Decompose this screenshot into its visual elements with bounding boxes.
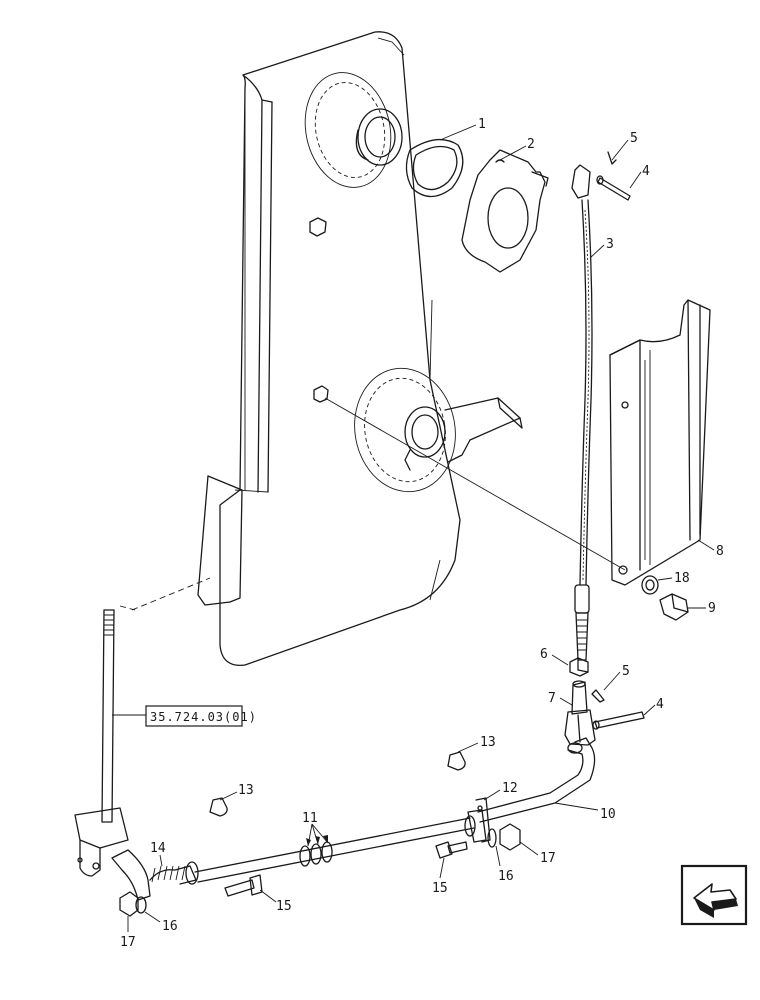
callout-13-right: 13	[480, 735, 496, 750]
callout-16-left: 16	[162, 919, 178, 934]
callout-1: 1	[478, 117, 486, 132]
part-2-bracket	[461, 149, 549, 273]
reference-box[interactable]: 35.724.03(01)	[145, 705, 257, 727]
part-4-pin-upper	[596, 175, 631, 201]
part-16-washer-left	[135, 896, 147, 914]
part-8-guard	[609, 299, 711, 586]
part-3-cable	[571, 164, 593, 661]
callout-11-arrowheads	[306, 835, 328, 846]
part-13-clip-right	[447, 751, 466, 771]
callout-2: 2	[527, 137, 535, 152]
leader-lines	[112, 124, 715, 932]
callout-17-right: 17	[540, 851, 556, 866]
callout-numbers: 1 2 3 4 5 8 18 9 6 5 7 4 13 13 12 10 11 …	[120, 117, 724, 950]
part-10-rod	[477, 737, 596, 823]
arrow-back-icon[interactable]	[680, 864, 748, 926]
upper-pivot-boss	[304, 72, 403, 188]
part-9-bolt	[659, 593, 689, 621]
callout-7: 7	[548, 691, 556, 706]
part-17-nut-left	[119, 891, 139, 917]
part-5-clip-lower	[591, 689, 605, 703]
part-14-spring	[111, 849, 199, 901]
callout-4-lower: 4	[656, 697, 664, 712]
callout-15-right: 15	[432, 881, 448, 896]
part-5-clip-upper	[607, 151, 617, 165]
callout-13-left: 13	[238, 783, 254, 798]
part-1-gasket	[405, 138, 464, 198]
part-17-nut-right	[499, 823, 521, 851]
part-7-clevis	[564, 680, 596, 746]
part-6-nut	[569, 657, 589, 677]
part-13-clip-left	[209, 797, 228, 817]
callout-18: 18	[674, 571, 690, 586]
part-15-bolt-right	[435, 841, 468, 859]
plate-nut-upper	[309, 217, 327, 237]
callout-5-upper: 5	[630, 131, 638, 146]
main-shaft	[194, 817, 475, 883]
callout-15-left: 15	[276, 899, 292, 914]
callout-6: 6	[540, 647, 548, 662]
callout-4-upper: 4	[642, 164, 650, 179]
adjuster-rod	[74, 609, 129, 877]
part-15-bolt-left	[224, 874, 263, 897]
part-12-bracket	[464, 797, 491, 843]
plate-nut-lower	[313, 385, 329, 403]
part-16-washer-right	[487, 828, 497, 848]
callout-16-right: 16	[498, 869, 514, 884]
part-18-washer	[641, 575, 659, 595]
callout-11: 11	[302, 811, 318, 826]
callout-9: 9	[708, 601, 716, 616]
callout-5-lower: 5	[622, 664, 630, 679]
callout-17-left: 17	[120, 935, 136, 950]
callout-14: 14	[150, 841, 166, 856]
callout-10: 10	[600, 807, 616, 822]
reference-box-label: 35.724.03(01)	[150, 710, 257, 724]
lower-pivot-boss	[354, 367, 523, 493]
part-4-pin-lower	[592, 711, 645, 730]
arm-outline-dashed	[119, 577, 211, 611]
callout-8: 8	[716, 544, 724, 559]
callout-3: 3	[606, 237, 614, 252]
alignment-line-8	[324, 397, 626, 571]
callout-12: 12	[502, 781, 518, 796]
frame-plate	[197, 31, 461, 666]
